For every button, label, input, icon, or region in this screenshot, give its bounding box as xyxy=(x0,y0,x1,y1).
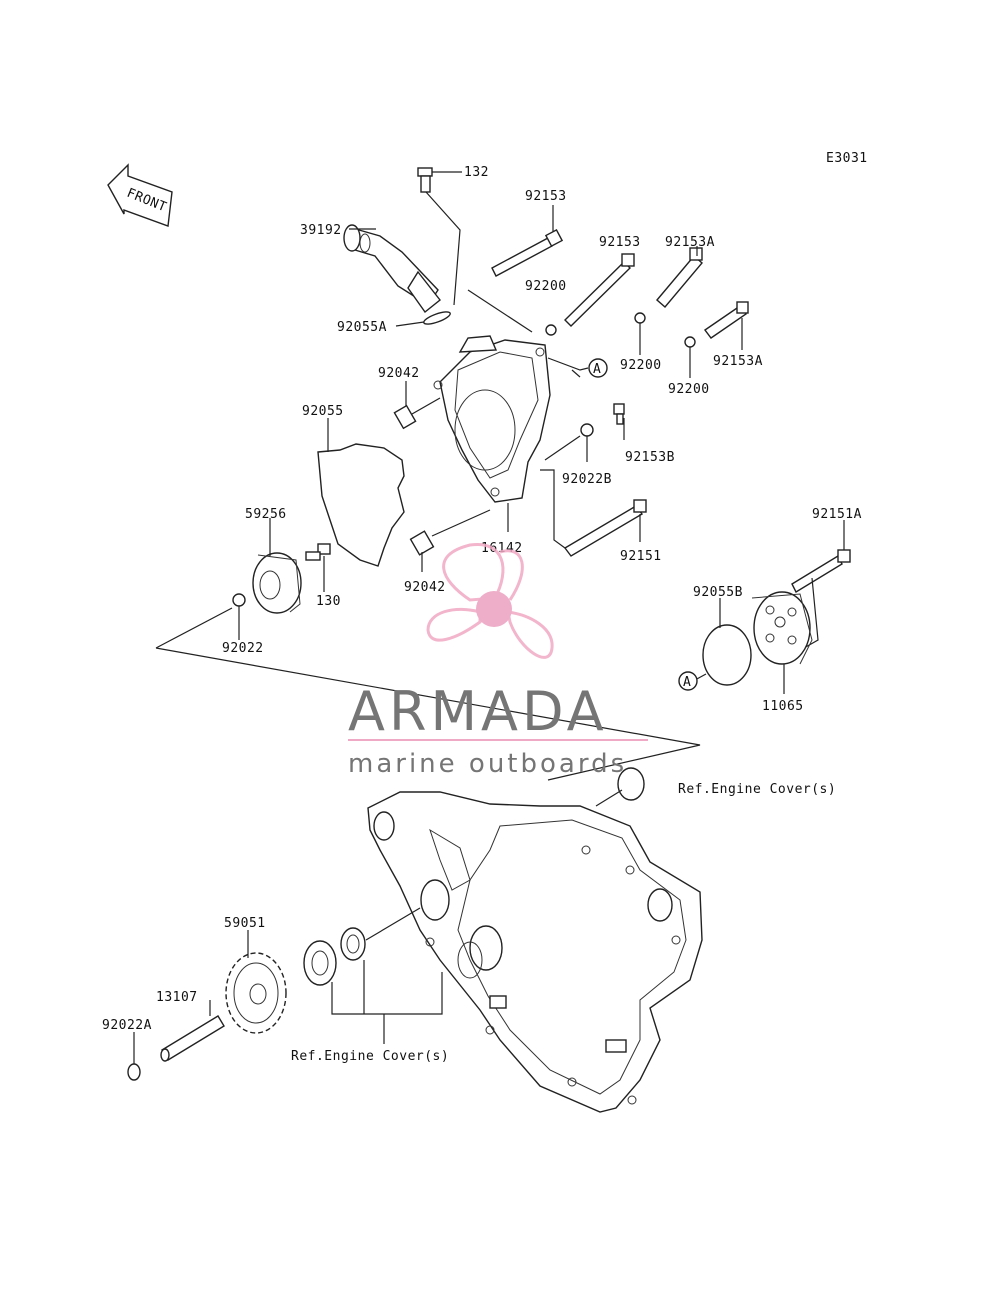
washer-92200-c xyxy=(684,336,696,348)
bolt-92153-top xyxy=(491,205,564,277)
label-11065: 11065 xyxy=(762,699,804,714)
label-92042-b: 92042 xyxy=(404,580,446,595)
bolt-92151 xyxy=(540,469,647,557)
label-130: 130 xyxy=(316,594,341,609)
pump-cover-16142 xyxy=(433,335,551,532)
oil-seal xyxy=(340,927,366,961)
label-92022A: 92022A xyxy=(102,1018,152,1033)
label-39192: 39192 xyxy=(300,223,342,238)
label-92153B: 92153B xyxy=(625,450,675,465)
label-92055: 92055 xyxy=(302,404,344,419)
label-92153A-b: 92153A xyxy=(713,354,763,369)
label-13107: 13107 xyxy=(156,990,198,1005)
label-92200-c: 92200 xyxy=(668,382,710,397)
bolt-92153A-top xyxy=(656,246,703,308)
label-92055A: 92055A xyxy=(337,320,387,335)
bolt-92153B xyxy=(613,403,625,440)
label-92151A: 92151A xyxy=(812,507,862,522)
watermark-tagline: marine outboards xyxy=(348,749,627,779)
label-92200-b: 92200 xyxy=(620,358,662,373)
watermark-brand: ARMADA xyxy=(348,680,608,743)
bolt-92153-mid xyxy=(564,253,635,327)
diagram-code: E3031 xyxy=(826,151,868,166)
seal-top xyxy=(617,767,645,801)
bolt-92153A-right xyxy=(704,301,749,350)
label-92200: 92200 xyxy=(525,279,567,294)
label-92153: 92153 xyxy=(525,189,567,204)
water-pipe-39192 xyxy=(343,224,441,314)
label-ref-engine-cover-bottom: Ref.Engine Cover(s) xyxy=(291,1049,449,1064)
washer-92200-b xyxy=(634,312,646,324)
gear-59051 xyxy=(225,930,287,1034)
engine-cover xyxy=(367,791,703,1113)
callout-a-upper xyxy=(588,358,608,378)
label-92022B: 92022B xyxy=(562,472,612,487)
washer-92022 xyxy=(232,593,246,607)
label-ref-engine-cover-top: Ref.Engine Cover(s) xyxy=(678,782,836,797)
housing-11065 xyxy=(751,591,813,694)
armada-logo-icon xyxy=(426,543,554,659)
label-132: 132 xyxy=(464,165,489,180)
callout-a-lower xyxy=(678,671,698,691)
oring-92055B xyxy=(702,624,752,686)
label-59256: 59256 xyxy=(245,507,287,522)
oring-92055A xyxy=(423,311,451,325)
shaft-13107 xyxy=(160,1000,225,1062)
dowel-92042-top xyxy=(393,381,441,430)
bolt-130 xyxy=(305,543,331,592)
washer-92022A xyxy=(127,1063,141,1081)
callout-a-upper-letter: A xyxy=(593,362,601,377)
washer-92022B xyxy=(580,423,594,437)
label-92153A: 92153A xyxy=(665,235,715,250)
washer-92200-a xyxy=(545,324,557,336)
bolt-92151A xyxy=(791,520,851,649)
label-92151: 92151 xyxy=(620,549,662,564)
bolt-132 xyxy=(417,167,462,306)
bearing xyxy=(303,940,337,986)
callout-a-lower-letter: A xyxy=(683,675,691,690)
label-59051: 59051 xyxy=(224,916,266,931)
dowel-92042-bottom xyxy=(409,509,491,572)
label-92153-b: 92153 xyxy=(599,235,641,250)
label-92042: 92042 xyxy=(378,366,420,381)
impeller-59256 xyxy=(252,518,302,614)
gasket-92055 xyxy=(317,443,405,567)
label-92022: 92022 xyxy=(222,641,264,656)
front-arrow-icon: FRONT xyxy=(107,163,173,227)
label-92055B: 92055B xyxy=(693,585,743,600)
